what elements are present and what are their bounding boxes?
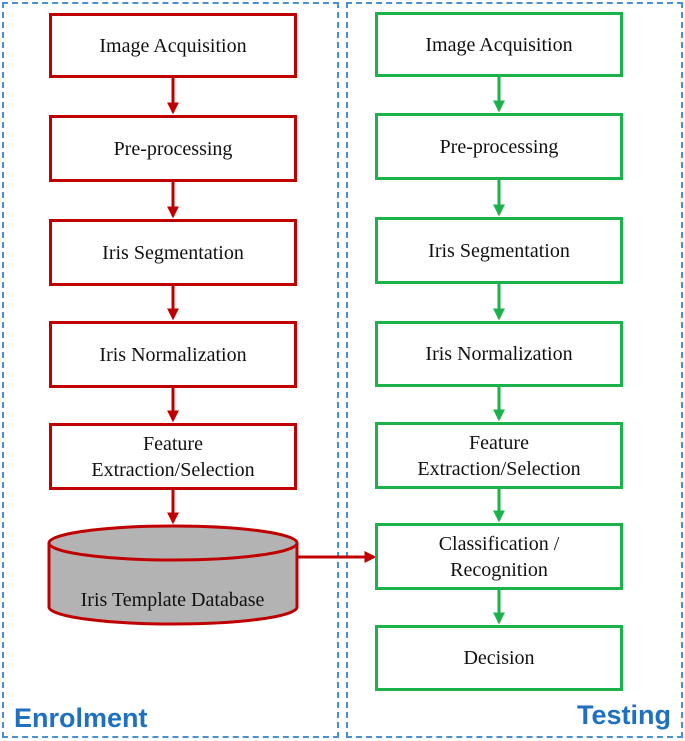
testing-panel [346, 2, 683, 738]
enrol-iris-segmentation: Iris Segmentation [49, 219, 297, 286]
database-cylinder [47, 524, 299, 626]
test-decision: Decision [375, 625, 623, 691]
enrol-image-acquisition: Image Acquisition [49, 13, 297, 78]
testing-title: Testing [577, 700, 671, 730]
database-label: Iris Template Database [80, 588, 265, 611]
test-feature-extraction: Feature Extraction/Selection [375, 422, 623, 489]
enrolment-title: Enrolment [14, 703, 148, 733]
enrolment-panel [2, 2, 339, 738]
test-iris-segmentation: Iris Segmentation [375, 217, 623, 284]
enrol-iris-normalization: Iris Normalization [49, 321, 297, 388]
enrol-pre-processing: Pre-processing [49, 115, 297, 182]
test-pre-processing: Pre-processing [375, 113, 623, 180]
test-classification: Classification / Recognition [375, 523, 623, 590]
test-iris-normalization: Iris Normalization [375, 321, 623, 387]
test-image-acquisition: Image Acquisition [375, 12, 623, 77]
enrol-feature-extraction: Feature Extraction/Selection [49, 423, 297, 490]
